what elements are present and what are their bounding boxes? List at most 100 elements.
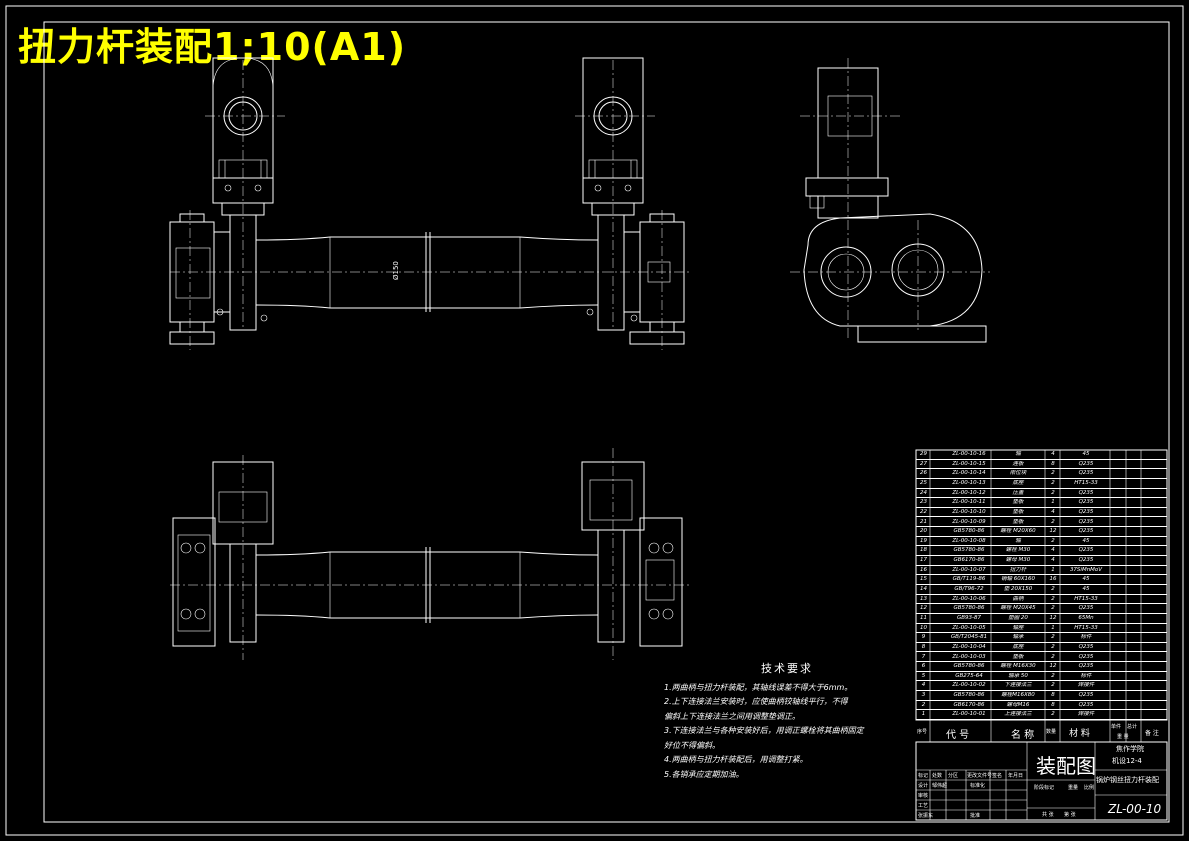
header-total-w: 总计 <box>1127 724 1138 730</box>
parts-cell-no: 24 <box>920 489 927 496</box>
parts-cell-qty: 1 <box>1051 624 1055 631</box>
top-view <box>170 448 690 660</box>
parts-cell-material: 45 <box>1082 537 1090 544</box>
parts-cell-qty: 4 <box>1051 547 1055 554</box>
parts-cell-name: 轴 <box>1015 451 1021 457</box>
parts-cell-name: 垫板 <box>1012 508 1024 515</box>
parts-cell-no: 29 <box>920 451 927 457</box>
title-label-0: 标记 <box>918 773 929 779</box>
parts-cell-qty: 1 <box>1051 566 1055 573</box>
title-label-9: 工艺 <box>918 803 929 809</box>
title-label-10: 批准 <box>970 813 981 819</box>
parts-cell-no: 25 <box>920 479 927 486</box>
parts-cell-name: 销轴 60X160 <box>1000 576 1035 583</box>
parts-cell-material: Q235 <box>1078 643 1094 650</box>
parts-cell-no: 7 <box>921 653 926 660</box>
parts-cell-name: 下连接法兰 <box>1004 682 1032 689</box>
tech-requirements: 技术要求 1.两曲柄与扭力杆装配，其轴线误差不得大于6mm。 2.上下连接法兰安… <box>664 662 904 782</box>
header-code: 代 号 <box>946 730 970 741</box>
parts-cell-code: GB/T119-86 <box>952 576 986 583</box>
parts-cell-code: ZL-00-10-05 <box>952 624 986 631</box>
parts-cell-qty: 12 <box>1049 663 1057 670</box>
parts-cell-material: Q235 <box>1078 489 1094 496</box>
parts-cell-qty: 2 <box>1051 537 1055 544</box>
parts-cell-code: GB/T2045-81 <box>950 634 988 641</box>
parts-cell-material: Q235 <box>1078 605 1094 612</box>
parts-cell-code: ZL-00-10-14 <box>952 470 986 477</box>
parts-cell-qty: 2 <box>1051 711 1055 718</box>
parts-cell-material: Q235 <box>1078 663 1094 670</box>
parts-cell-no: 13 <box>920 595 927 602</box>
parts-cell-no: 18 <box>920 547 927 554</box>
parts-cell-qty: 2 <box>1051 634 1055 641</box>
parts-cell-code: GB5780-86 <box>953 605 985 612</box>
title-label-5: 年月日 <box>1008 773 1024 779</box>
tech-req-item: 1.两曲柄与扭力杆装配，其轴线误差不得大于6mm。 <box>664 682 853 692</box>
parts-cell-material: Q235 <box>1078 460 1094 467</box>
parts-cell-name: 垫圈 20 <box>1008 614 1028 621</box>
parts-cell-code: ZL-00-10-09 <box>952 518 986 525</box>
parts-cell-name: 螺栓 M20X60 <box>1000 528 1036 535</box>
parts-cell-name: 垫 20X150 <box>1003 586 1033 592</box>
parts-cell-name: 垫板 <box>1012 499 1024 506</box>
parts-cell-name: 曲柄 <box>1012 595 1024 602</box>
parts-cell-name: 轴 <box>1015 537 1021 544</box>
parts-cell-name: 轴承 50 <box>1008 672 1028 679</box>
parts-cell-qty: 2 <box>1051 643 1055 650</box>
parts-cell-name: 上连接法兰 <box>1004 711 1032 718</box>
parts-cell-code: GB93-87 <box>956 614 982 621</box>
parts-cell-no: 12 <box>920 605 927 612</box>
parts-cell-material: Q235 <box>1078 518 1094 525</box>
parts-cell-material: Q235 <box>1078 547 1094 554</box>
parts-cell-material: Q235 <box>1078 499 1094 506</box>
header-name: 名 称 <box>1011 730 1035 741</box>
parts-cell-name: 轴座 <box>1012 624 1024 631</box>
school-name: 焦作学院 <box>1116 745 1144 753</box>
parts-cell-no: 23 <box>920 499 927 506</box>
parts-cell-no: 14 <box>920 586 927 592</box>
title-label-8: 审核 <box>918 793 929 799</box>
parts-cell-no: 16 <box>920 566 927 573</box>
title-label-4: 签名 <box>992 773 1003 779</box>
parts-cell-qty: 2 <box>1051 682 1055 689</box>
header-remark: 备 注 <box>1145 730 1159 737</box>
parts-cell-code: ZL-00-10-13 <box>952 479 986 486</box>
parts-cell-qty: 8 <box>1051 460 1055 467</box>
parts-cell-no: 10 <box>920 624 927 631</box>
parts-cell-no: 21 <box>920 518 927 525</box>
parts-cell-code: GB5780-86 <box>953 663 985 670</box>
parts-cell-no: 27 <box>920 460 927 467</box>
parts-cell-no: 2 <box>921 701 926 708</box>
parts-cell-code: ZL-00-10-07 <box>952 566 986 573</box>
parts-cell-name: 底座 <box>1012 479 1024 486</box>
parts-cell-name: 扭力杆 <box>1009 566 1027 573</box>
title-label-2: 分区 <box>948 773 959 779</box>
parts-cell-no: 17 <box>920 557 927 564</box>
parts-cell-qty: 2 <box>1051 518 1055 525</box>
parts-cell-material: Q235 <box>1078 528 1094 535</box>
parts-cell-code: GB5780-86 <box>953 547 985 554</box>
parts-cell-code: GB275-64 <box>955 672 983 679</box>
parts-cell-material: 45 <box>1082 576 1090 583</box>
tech-req-item: 偏斜上下连接法兰之间用调整垫调正。 <box>664 711 800 721</box>
parts-cell-no: 5 <box>921 672 926 679</box>
parts-cell-material: 标件 <box>1080 672 1092 679</box>
side-view <box>790 58 990 343</box>
parts-cell-code: ZL-00-10-06 <box>952 595 986 602</box>
parts-cell-material: 45 <box>1082 451 1090 457</box>
parts-cell-no: 4 <box>921 682 926 689</box>
parts-cell-qty: 2 <box>1051 653 1055 660</box>
